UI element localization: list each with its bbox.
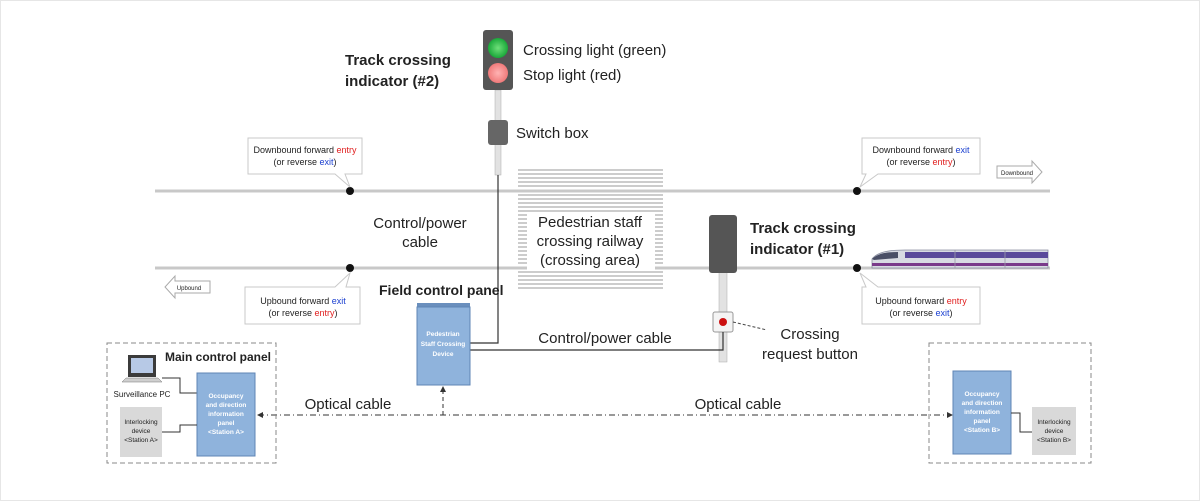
svg-text:Upbound forward entry: Upbound forward entry bbox=[875, 296, 967, 306]
interlock-a-link bbox=[162, 424, 197, 433]
occ-b-l1: Occupancy bbox=[964, 391, 999, 398]
crossing-area-line1: Pedestrian staff bbox=[538, 214, 643, 231]
interlocking-device-a bbox=[120, 407, 162, 457]
pc-link bbox=[162, 377, 197, 394]
detection-point-tr bbox=[853, 187, 861, 195]
callout-downbound-exit: Downbound forward exit (or reverse entry… bbox=[858, 137, 981, 189]
switch-box-icon bbox=[488, 120, 508, 145]
svg-text:(or reverse entry): (or reverse entry) bbox=[268, 308, 337, 318]
field-control-panel-title: Field control panel bbox=[379, 282, 503, 298]
occ-b-l3: information bbox=[964, 409, 1000, 416]
occupancy-panel-a bbox=[196, 372, 256, 457]
green-light-icon bbox=[488, 38, 508, 58]
interlock-a-l3: <Station A> bbox=[124, 437, 158, 444]
control-cable-label-line1: Control/power bbox=[373, 215, 466, 232]
occ-b-l2: and direction bbox=[962, 400, 1003, 407]
svg-text:Downbound forward exit: Downbound forward exit bbox=[872, 145, 970, 155]
occ-a-l1: Occupancy bbox=[208, 393, 243, 400]
surveillance-pc-icon bbox=[121, 355, 163, 383]
occ-a-l3: information bbox=[208, 411, 244, 418]
ped-device-line3: Device bbox=[433, 351, 454, 358]
svg-text:Downbound forward entry: Downbound forward entry bbox=[253, 145, 357, 155]
optical-cable-label-right: Optical cable bbox=[695, 396, 782, 413]
signal-head-1 bbox=[709, 215, 737, 273]
switch-box-label: Switch box bbox=[516, 125, 589, 142]
svg-text:(or reverse exit): (or reverse exit) bbox=[889, 308, 952, 318]
field-control-panel bbox=[416, 306, 471, 386]
control-cable-h-label: Control/power cable bbox=[538, 330, 671, 347]
indicator1-title-line1: Track crossing bbox=[750, 220, 856, 237]
request-button-leader bbox=[732, 321, 768, 331]
downbound-arrow-icon bbox=[996, 159, 1043, 185]
interlock-b-l2: device bbox=[1045, 428, 1064, 435]
crossing-indicator-1 bbox=[709, 215, 737, 363]
indicator2-title-line2: indicator (#2) bbox=[345, 73, 439, 90]
control-cable-label-line2: cable bbox=[402, 234, 438, 251]
svg-text:(or reverse entry): (or reverse entry) bbox=[886, 157, 955, 167]
detection-point-tl bbox=[346, 187, 354, 195]
occ-a-l5: <Station A> bbox=[208, 429, 244, 436]
detection-point-bl bbox=[346, 264, 354, 272]
ped-device-line1: Pedestrian bbox=[426, 331, 459, 338]
request-button-icon bbox=[719, 318, 727, 326]
callout-upbound-entry: Upbound forward entry (or reverse exit) bbox=[859, 272, 981, 325]
optical-cable-label-left: Optical cable bbox=[305, 396, 392, 413]
svg-text:Upbound forward exit: Upbound forward exit bbox=[260, 296, 346, 306]
surveillance-pc-label: Surveillance PC bbox=[114, 390, 171, 399]
main-control-panel-frame bbox=[106, 342, 277, 464]
upbound-label: Upbound bbox=[177, 286, 201, 292]
field-panel-top bbox=[417, 303, 470, 307]
optical-arrow-up-icon bbox=[440, 386, 446, 392]
interlock-a-l2: device bbox=[132, 428, 151, 435]
red-light-icon bbox=[488, 63, 508, 83]
indicator2-title-line1: Track crossing bbox=[345, 52, 451, 69]
upbound-arrow-icon bbox=[164, 274, 211, 300]
control-power-cable-horizontal bbox=[470, 332, 724, 351]
crossing-request-line1: Crossing bbox=[780, 326, 839, 343]
occ-a-l4: panel bbox=[218, 420, 235, 427]
occ-b-l4: panel bbox=[974, 418, 991, 425]
interlock-a-l1: Interlocking bbox=[124, 419, 158, 426]
occupancy-panel-b bbox=[952, 370, 1012, 455]
crossing-area-line3: (crossing area) bbox=[540, 252, 640, 269]
control-power-cable-vertical bbox=[470, 175, 499, 344]
indicator1-title-line2: indicator (#1) bbox=[750, 241, 844, 258]
occ-a-l2: and direction bbox=[206, 402, 247, 409]
optical-arrow-right-icon bbox=[947, 412, 953, 418]
main-control-panel-title: Main control panel bbox=[165, 350, 271, 364]
svg-text:(or reverse exit): (or reverse exit) bbox=[273, 157, 336, 167]
detection-point-br bbox=[853, 264, 861, 272]
crossing-area-line2: crossing railway bbox=[537, 233, 644, 250]
station-b-frame bbox=[928, 342, 1092, 464]
interlock-b-l3: <Station B> bbox=[1037, 437, 1071, 444]
occ-b-l5: <Station B> bbox=[964, 427, 1000, 434]
interlock-b-l1: Interlocking bbox=[1037, 419, 1071, 426]
crossing-request-line2: request button bbox=[762, 346, 858, 363]
crossing-area-label-bg bbox=[527, 212, 655, 270]
crossing-indicator-2 bbox=[483, 30, 513, 176]
interlock-b-link bbox=[1011, 412, 1032, 433]
red-light-label: Stop light (red) bbox=[523, 67, 621, 84]
train-icon bbox=[871, 249, 1049, 269]
green-light-label: Crossing light (green) bbox=[523, 42, 666, 59]
callout-upbound-exit: Upbound forward exit (or reverse entry) bbox=[244, 271, 361, 325]
optical-arrow-left-icon bbox=[257, 412, 263, 418]
ped-device-line2: Staff Crossing bbox=[421, 341, 465, 348]
interlocking-device-b bbox=[1032, 407, 1076, 455]
callout-downbound-entry: Downbound forward entry (or reverse exit… bbox=[247, 137, 363, 188]
downbound-label: Downbound bbox=[1001, 171, 1033, 177]
